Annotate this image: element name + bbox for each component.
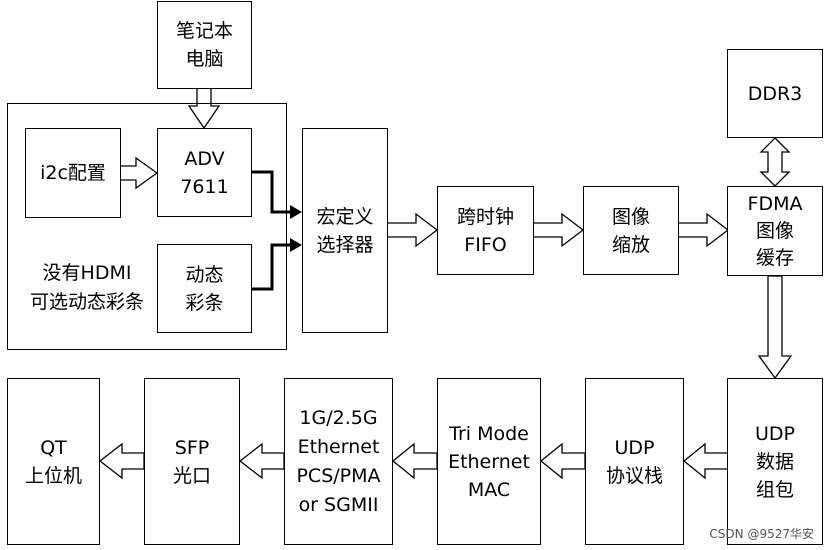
tri-mode-mac-block: Tri Mode Ethernet MAC	[437, 378, 541, 545]
udp-pack-label-line-1: UDP	[755, 422, 795, 445]
ddr3-label: DDR3	[747, 82, 803, 105]
fdma-buffer-label-line-2: 图像	[755, 219, 794, 242]
arrow-mac-to-pcs	[391, 442, 438, 480]
laptop-label-line-1: 笔记本	[175, 20, 233, 42]
cdc-fifo-label-line-1: 跨时钟	[456, 205, 514, 228]
cdc-fifo-label-line-2: FIFO	[464, 233, 507, 256]
udp-pack-label-line-3: 组包	[755, 478, 794, 501]
image-scaling-block: 图像 缩放	[583, 186, 679, 275]
arrow-sfp-to-qt	[98, 442, 145, 480]
udp-stack-label-line-2: 协议栈	[605, 464, 663, 487]
arrow-fifo-to-scaling	[532, 212, 585, 248]
arrow-laptop-to-adv	[187, 87, 221, 130]
arrow-i2c-to-adv	[119, 156, 159, 190]
udp-pack-label-line-2: 数据	[755, 450, 794, 473]
pcs-pma-label-line-2: Ethernet	[297, 435, 380, 458]
pcs-pma-label-line-3: PCS/PMA	[296, 464, 381, 487]
wire-adv-to-selector	[252, 170, 290, 214]
macro-selector-block: 宏定义 选择器	[302, 128, 388, 333]
macro-selector-label-line-1: 宏定义	[316, 205, 374, 228]
fdma-buffer-block: FDMA 图像 缓存	[727, 186, 823, 276]
arrow-ddr3-fdma-bidirectional	[759, 137, 791, 187]
tri-mode-mac-label-line-1: Tri Mode	[449, 422, 529, 445]
wire-adv-arrowhead	[290, 205, 302, 219]
dynamic-color-bar-label-line-2: 彩条	[185, 291, 224, 314]
group-note: 没有HDMI 可选动态彩条	[12, 259, 162, 317]
sfp-port-block: SFP 光口	[144, 378, 240, 545]
arrow-scaling-to-fdma	[677, 212, 730, 248]
i2c-config-label: i2c配置	[40, 162, 106, 184]
pcs-pma-block: 1G/2.5G Ethernet PCS/PMA or SGMII	[284, 378, 393, 545]
laptop-label-line-2: 电脑	[185, 48, 224, 70]
group-note-line-2: 可选动态彩条	[29, 291, 144, 313]
video-source-group	[7, 103, 287, 350]
udp-stack-block: UDP 协议栈	[585, 378, 684, 545]
wire-colorbar-arrowhead	[290, 238, 302, 252]
fdma-buffer-label-line-3: 缓存	[755, 246, 794, 269]
qt-host-block: QT 上位机	[7, 378, 100, 545]
arrow-fdma-to-udp-pack	[757, 275, 793, 380]
qt-host-label-line-1: QT	[40, 436, 67, 459]
watermark: CSDN @9527华安	[709, 527, 814, 541]
arrow-pcs-to-sfp	[238, 442, 285, 480]
fdma-buffer-label-line-1: FDMA	[747, 192, 803, 215]
wire-colorbar-to-selector	[252, 243, 290, 291]
image-scaling-label-line-2: 缩放	[611, 233, 650, 256]
adv7611-label-line-2: 7611	[180, 175, 229, 198]
udp-stack-label-line-1: UDP	[614, 436, 655, 459]
ddr3-block: DDR3	[727, 49, 823, 138]
group-note-line-1: 没有HDMI	[42, 262, 132, 284]
pcs-pma-label-line-4: or SGMII	[298, 493, 379, 516]
image-scaling-label-line-1: 图像	[611, 205, 650, 228]
qt-host-label-line-2: 上位机	[24, 464, 82, 487]
tri-mode-mac-label-line-3: MAC	[467, 478, 511, 501]
laptop-block: 笔记本 电脑	[157, 1, 252, 89]
sfp-port-label-line-1: SFP	[174, 436, 210, 459]
sfp-port-label-line-2: 光口	[172, 464, 211, 487]
cdc-fifo-block: 跨时钟 FIFO	[437, 186, 534, 275]
arrow-udp-pack-to-stack	[682, 442, 729, 480]
dynamic-color-bar-label-line-1: 动态	[185, 263, 224, 286]
adv7611-block: ADV 7611	[157, 128, 252, 217]
dynamic-color-bar-block: 动态 彩条	[157, 244, 252, 333]
pcs-pma-label-line-1: 1G/2.5G	[299, 406, 378, 429]
i2c-config-block: i2c配置	[25, 128, 121, 218]
udp-pack-block: UDP 数据 组包	[727, 378, 823, 545]
tri-mode-mac-label-line-2: Ethernet	[448, 450, 530, 473]
adv7611-label-line-1: ADV	[184, 147, 225, 170]
macro-selector-label-line-2: 选择器	[316, 233, 374, 256]
arrow-selector-to-fifo	[386, 212, 439, 248]
arrow-stack-to-mac	[539, 442, 586, 480]
